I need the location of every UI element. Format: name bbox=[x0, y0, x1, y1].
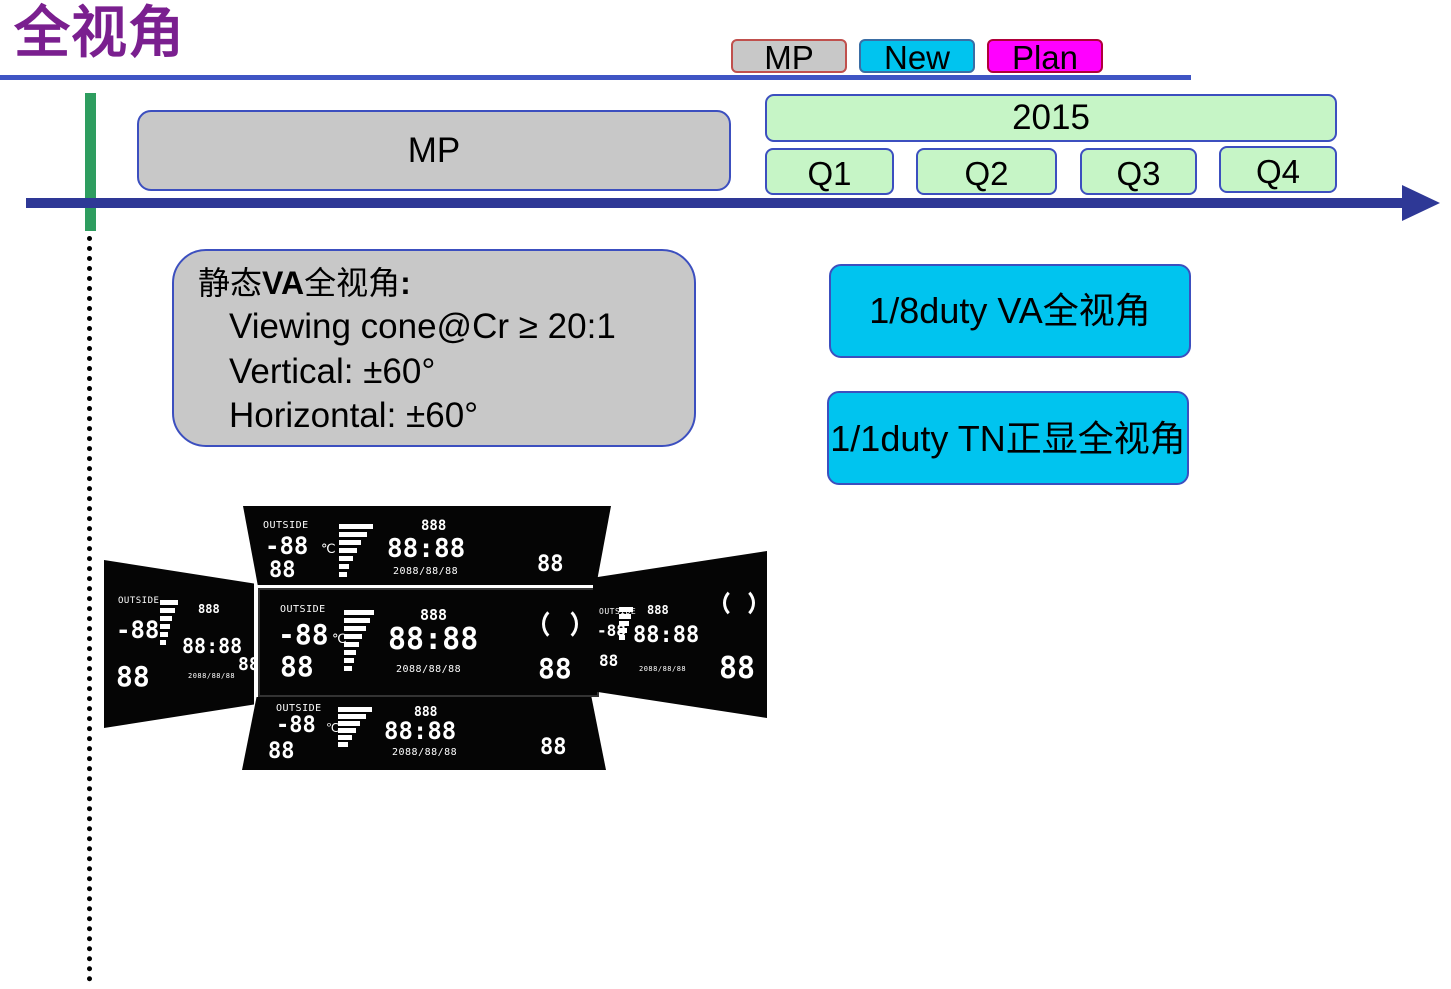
lcd-date: 2088/88/88 bbox=[393, 566, 459, 577]
legend-mp: MP bbox=[731, 39, 847, 74]
legend-new: New bbox=[859, 39, 975, 74]
lcd-fan-bars bbox=[344, 610, 374, 671]
spec-box: 静态VA全视角: Viewing cone@Cr ≥ 20:1 Vertical… bbox=[172, 249, 696, 447]
lcd-panel-left: OUTSIDE -88 88 888 88:88 2088/88/88 88 bbox=[104, 560, 254, 728]
lcd-small-digits: 88 bbox=[116, 660, 150, 693]
lcd-outside-label: OUTSIDE bbox=[280, 604, 326, 615]
lcd-top-digits: 888 bbox=[421, 518, 447, 534]
lcd-right-digits: 88 bbox=[540, 735, 567, 760]
lcd-small-digits: 88 bbox=[269, 558, 296, 583]
lcd-outside-label: OUTSIDE bbox=[118, 596, 160, 606]
lcd-outside-label: OUTSIDE bbox=[263, 520, 309, 531]
lcd-temp: -88 bbox=[265, 532, 309, 560]
lcd-panel-right: OUTSIDE -88 88 888 88:88 2088/88/88 88 bbox=[593, 551, 767, 718]
lcd-date: 2088/88/88 bbox=[639, 665, 687, 673]
lcd-fan-bars bbox=[338, 707, 372, 747]
lcd-right-digits: 88 bbox=[238, 654, 254, 675]
lcd-top-digits: 888 bbox=[198, 602, 220, 616]
lcd-unit: ℃ bbox=[332, 632, 348, 647]
lcd-temp: -88 bbox=[597, 621, 626, 640]
timeline-arrow-icon bbox=[1402, 185, 1440, 221]
lcd-panel-center: OUTSIDE -88 ℃ 88 888 88:88 2088/88/88 88 bbox=[258, 588, 599, 697]
spec-viewing-cone: Viewing cone@Cr ≥ 20:1 bbox=[229, 307, 616, 346]
timeline-axis bbox=[26, 198, 1410, 208]
lcd-top-digits: 888 bbox=[420, 606, 448, 624]
lcd-temp: -88 bbox=[116, 616, 160, 644]
spec-heading-prefix: 静态 bbox=[198, 265, 263, 301]
lcd-right-digits: 88 bbox=[537, 552, 564, 577]
lcd-small-digits: 88 bbox=[599, 651, 619, 670]
quarter-q3: Q3 bbox=[1080, 148, 1197, 195]
lcd-panel-bottom: OUTSIDE -88 ℃ 88 888 88:88 2088/88/88 88 bbox=[242, 697, 606, 770]
lcd-clock: 88:88 bbox=[387, 534, 466, 564]
current-time-marker bbox=[85, 93, 96, 231]
page-title: 全视角 bbox=[14, 1, 185, 66]
lcd-date: 2088/88/88 bbox=[396, 664, 462, 675]
legend-plan: Plan bbox=[987, 39, 1103, 74]
lcd-date: 2088/88/88 bbox=[188, 672, 236, 680]
lcd-small-digits: 88 bbox=[280, 650, 314, 683]
lcd-fan-bars bbox=[160, 600, 178, 645]
lcd-clock: 88:88 bbox=[182, 634, 243, 658]
mp-timeline-bar: MP bbox=[137, 110, 731, 191]
lcd-clock: 88:88 bbox=[388, 622, 479, 657]
spec-heading-va: VA bbox=[262, 265, 305, 301]
spec-heading: 静态VA全视角: bbox=[198, 265, 411, 301]
lcd-sensor-icon bbox=[723, 587, 755, 619]
year-bar: 2015 bbox=[765, 94, 1337, 142]
quarter-q1: Q1 bbox=[765, 148, 894, 195]
lcd-outside-label: OUTSIDE bbox=[276, 703, 322, 714]
spec-heading-suffix: 全视角 bbox=[304, 265, 401, 301]
lcd-unit: ℃ bbox=[321, 542, 337, 557]
lcd-panel-top: OUTSIDE -88 ℃ 88 888 88:88 2088/88/88 88 bbox=[243, 506, 611, 585]
lcd-unit: ℃ bbox=[326, 721, 340, 735]
lcd-top-digits: 888 bbox=[647, 603, 669, 617]
lcd-sensor-icon bbox=[542, 606, 578, 642]
lcd-right-digits: 88 bbox=[538, 652, 572, 685]
lcd-top-digits: 888 bbox=[414, 705, 438, 720]
lcd-right-digits: 88 bbox=[719, 651, 756, 686]
lcd-clock: 88:88 bbox=[633, 623, 700, 648]
lcd-fan-bars bbox=[339, 524, 373, 577]
quarter-q4: Q4 bbox=[1219, 146, 1337, 193]
spec-horizontal: Horizontal: ±60° bbox=[229, 396, 479, 435]
spec-vertical: Vertical: ±60° bbox=[229, 352, 436, 391]
lcd-temp: -88 bbox=[278, 618, 329, 651]
lcd-outside-label: OUTSIDE bbox=[599, 607, 637, 616]
lcd-small-digits: 88 bbox=[268, 739, 295, 764]
lcd-date: 2088/88/88 bbox=[392, 747, 458, 758]
lcd-fan-bars bbox=[619, 607, 633, 640]
spec-heading-colon: : bbox=[400, 265, 411, 301]
plan-va-box: 1/8duty VA全视角 bbox=[829, 264, 1191, 358]
title-underline bbox=[0, 75, 1191, 80]
quarter-q2: Q2 bbox=[916, 148, 1057, 195]
lcd-clock: 88:88 bbox=[384, 717, 457, 745]
current-time-dotted-line bbox=[87, 236, 92, 982]
lcd-temp: -88 bbox=[276, 713, 316, 738]
plan-tn-box: 1/1duty TN正显全视角 bbox=[827, 391, 1189, 485]
